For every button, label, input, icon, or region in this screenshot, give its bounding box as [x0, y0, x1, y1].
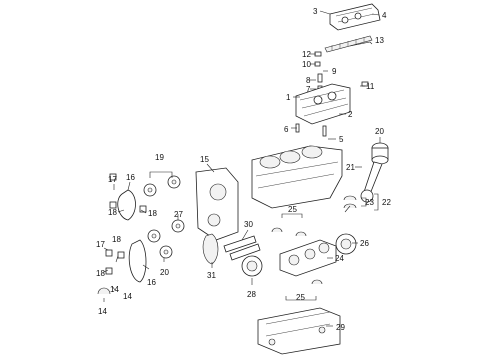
callout-18d: 18	[96, 269, 105, 278]
callout-11: 11	[366, 82, 375, 91]
callout-27: 27	[174, 210, 183, 219]
callout-21: 21	[346, 163, 355, 172]
timing-chain-lower	[128, 229, 173, 283]
callout-22: 22	[382, 198, 391, 207]
callout-23: 23	[365, 198, 374, 207]
crank-sprocket	[171, 219, 185, 233]
callout-12: 12	[302, 50, 311, 59]
callout-10: 10	[302, 60, 311, 69]
piston-assembly	[360, 142, 389, 203]
connecting-rods-front	[223, 235, 261, 261]
callout-18c: 18	[112, 235, 121, 244]
callout-2: 2	[348, 110, 353, 119]
leader-lines	[103, 10, 381, 327]
crankshaft	[279, 239, 337, 277]
callout-18: 18	[108, 208, 117, 217]
callout-20: 20	[375, 127, 384, 136]
lower-guides-tensioners	[97, 249, 125, 295]
cylinder-head	[295, 83, 351, 125]
callout-15: 15	[200, 155, 209, 164]
callout-3: 3	[313, 7, 318, 16]
callout-25: 25	[288, 205, 297, 214]
callout-13: 13	[375, 36, 384, 45]
camshaft-bolts	[314, 51, 323, 93]
timing-cover	[195, 167, 239, 241]
cam-sprockets	[143, 175, 181, 197]
callout-17b: 17	[96, 240, 105, 249]
drive-belt	[202, 233, 219, 265]
callout-31: 31	[207, 271, 216, 280]
main-bearings	[271, 227, 323, 285]
callout-28: 28	[247, 290, 256, 299]
valve-cover	[329, 3, 381, 31]
crankshaft-pulley	[241, 255, 263, 277]
callout-19: 19	[155, 153, 164, 162]
callout-18b: 18	[148, 209, 157, 218]
rear-main-seal	[335, 233, 357, 255]
chain-guides	[109, 173, 147, 213]
callout-6: 6	[284, 125, 289, 134]
callout-29: 29	[336, 323, 345, 332]
callout-26: 26	[360, 239, 369, 248]
callout-14: 14	[110, 285, 119, 294]
callout-24: 24	[335, 254, 344, 263]
callout-16b: 16	[147, 278, 156, 287]
callout-17: 17	[108, 175, 117, 184]
callout-30: 30	[244, 220, 253, 229]
callout-14b: 14	[123, 292, 132, 301]
engine-block	[251, 145, 343, 209]
callout-5: 5	[339, 135, 344, 144]
callout-20b: 20	[160, 268, 169, 277]
callout-1: 1	[286, 93, 291, 102]
callout-4: 4	[382, 11, 387, 20]
callout-9: 9	[332, 67, 337, 76]
oil-pan	[257, 307, 341, 355]
callout-14c: 14	[98, 307, 107, 316]
timing-chain-upper	[117, 189, 136, 221]
callout-labels: 3 4 13 12 10 9 8 7 11 1 2 6 5 20 21 15 1…	[96, 7, 391, 332]
camshaft	[324, 35, 373, 53]
callout-16: 16	[126, 173, 135, 182]
callout-8: 8	[306, 76, 311, 85]
callout-25b: 25	[296, 293, 305, 302]
callout-7: 7	[306, 85, 311, 94]
